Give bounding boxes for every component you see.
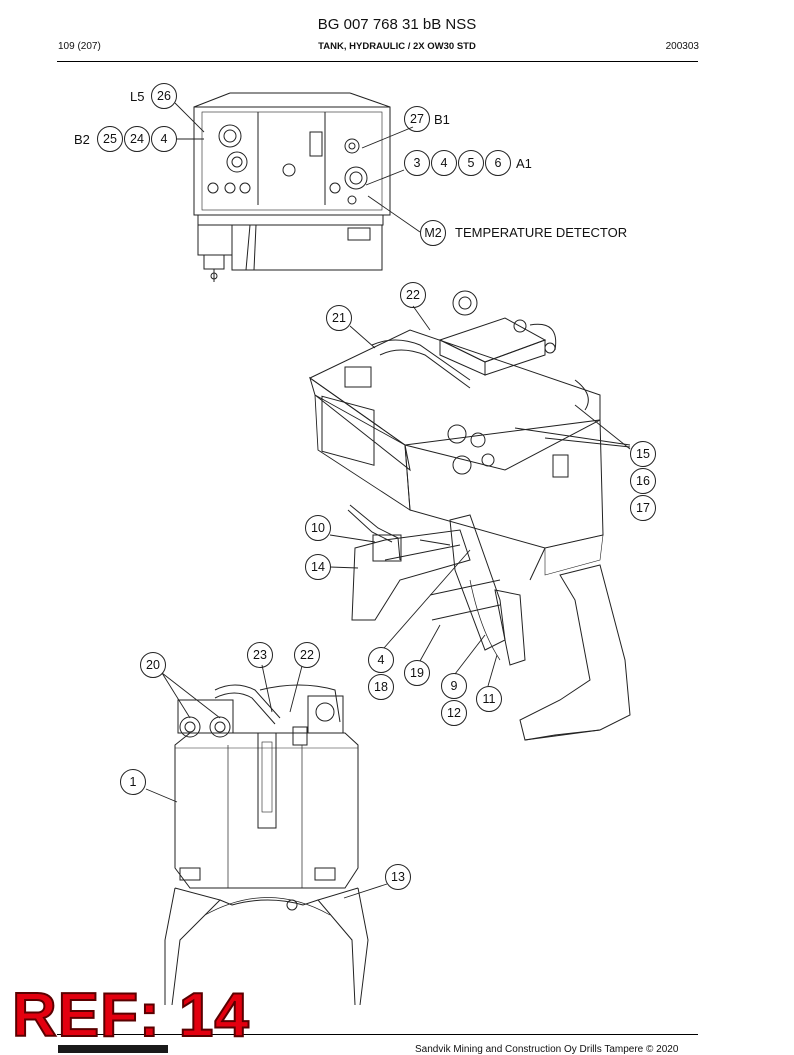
top-view-leaders	[174, 102, 421, 233]
front-view-drawing	[164, 684, 369, 1006]
header-rule	[57, 61, 698, 62]
callout-10: 10	[311, 521, 325, 535]
callout-4: 4	[378, 653, 385, 667]
callout-13: 13	[391, 870, 405, 884]
temperature-detector-label: TEMPERATURE DETECTOR	[455, 225, 627, 240]
callout-24: 24	[130, 132, 144, 146]
callout-17: 17	[636, 501, 650, 515]
callout-15: 15	[636, 447, 650, 461]
iso-view-leaders	[329, 305, 631, 687]
callout-16: 16	[636, 474, 650, 488]
iso-view-callouts	[305, 282, 656, 726]
iso-view-callout-numbers: 22 21 15 16 17 10 14 4 18 19 9 12 11	[311, 288, 650, 720]
callout-20: 20	[146, 658, 160, 672]
callout-21: 21	[332, 311, 346, 325]
footer-copyright: Sandvik Mining and Construction Oy Drill…	[415, 1044, 679, 1055]
iso-view-drawing	[309, 290, 631, 741]
top-view-callout-numbers: 26 25 24 4 27 3 4 5 6 M2 L5 B2 B1 A1 TEM…	[74, 89, 627, 240]
front-view-callout-numbers: 20 23 22 1 13	[130, 648, 405, 884]
callout-6: 6	[495, 156, 502, 170]
page-number: 109 (207)	[58, 41, 101, 52]
port-label-m2: M2	[424, 226, 441, 240]
callout-19: 19	[410, 666, 424, 680]
port-label-b2: B2	[74, 132, 90, 147]
callout-14: 14	[311, 560, 325, 574]
port-label-a1: A1	[516, 156, 532, 171]
callout-23: 23	[253, 648, 267, 662]
callout-22: 22	[406, 288, 420, 302]
port-label-l5: L5	[130, 89, 144, 104]
sandvik-logo	[58, 1045, 168, 1053]
callout-9: 9	[451, 679, 458, 693]
callout-4: 4	[161, 132, 168, 146]
callout-11: 11	[483, 692, 496, 706]
section-title: TANK, HYDRAULIC / 2X OW30 STD	[318, 41, 476, 52]
top-view-drawing	[193, 92, 391, 282]
front-view-callouts	[120, 642, 411, 890]
callout-22: 22	[300, 648, 314, 662]
callout-18: 18	[374, 680, 388, 694]
callout-1: 1	[130, 775, 137, 789]
footer-rule	[57, 1034, 698, 1035]
document-code: 200303	[665, 41, 699, 52]
top-view-callouts	[97, 83, 511, 246]
document-title: BG 007 768 31 bB NSS	[317, 16, 477, 33]
port-label-b1: B1	[434, 112, 450, 127]
callout-26: 26	[157, 89, 171, 103]
ref-watermark: REF: 14	[11, 981, 250, 1050]
callout-3: 3	[414, 156, 421, 170]
callout-12: 12	[447, 706, 461, 720]
callout-4: 4	[441, 156, 448, 170]
callout-27: 27	[410, 112, 424, 126]
callout-5: 5	[468, 156, 475, 170]
front-view-leaders	[145, 664, 388, 899]
callout-25: 25	[103, 132, 117, 146]
